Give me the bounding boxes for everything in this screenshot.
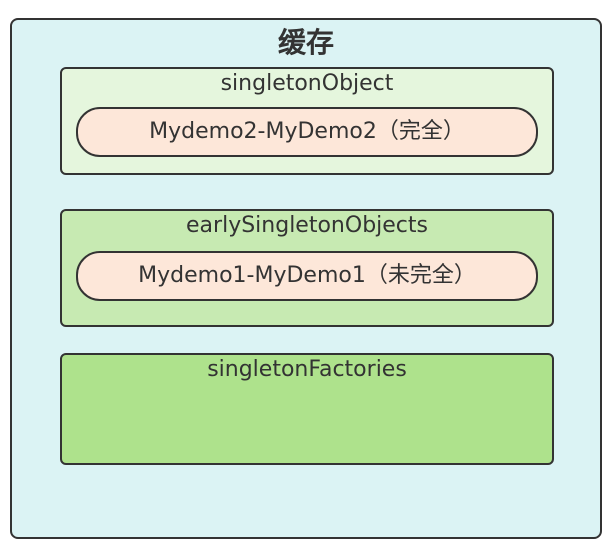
cache-title: 缓存 xyxy=(277,26,334,59)
cache-container: 缓存 singletonObject Mydemo2-MyDemo2（完全） e… xyxy=(10,18,602,539)
singleton-factories-box: singletonFactories xyxy=(60,353,554,465)
singleton-object-item: Mydemo2-MyDemo2（完全） xyxy=(76,107,538,157)
singleton-factories-label: singletonFactories xyxy=(207,357,407,382)
singleton-object-box: singletonObject Mydemo2-MyDemo2（完全） xyxy=(60,67,554,175)
early-singleton-objects-label: earlySingletonObjects xyxy=(186,213,428,238)
singleton-object-label: singletonObject xyxy=(220,71,394,96)
early-singleton-objects-box: earlySingletonObjects Mydemo1-MyDemo1（未完… xyxy=(60,209,554,327)
early-singleton-objects-item: Mydemo1-MyDemo1（未完全） xyxy=(76,251,538,301)
